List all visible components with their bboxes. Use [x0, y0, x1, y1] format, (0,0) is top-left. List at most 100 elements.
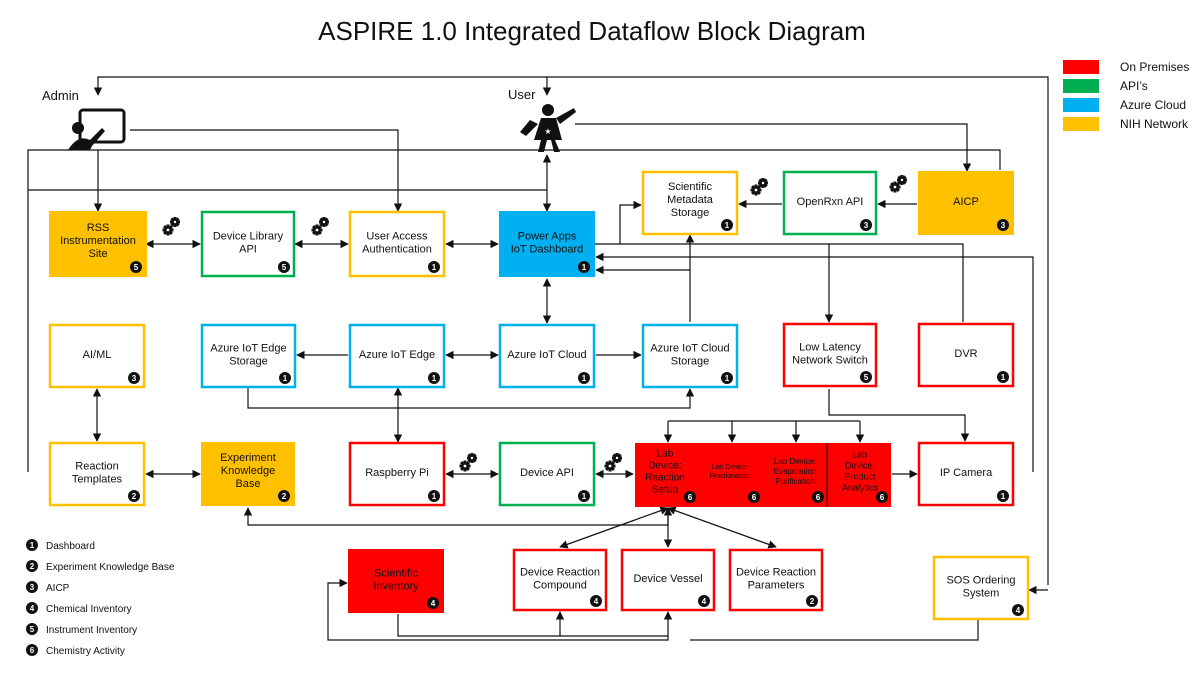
- badge-number: 6: [688, 493, 693, 502]
- key-number: 5: [30, 625, 35, 634]
- badge-2-icon: [278, 490, 290, 502]
- badge-3-icon: [860, 219, 872, 231]
- node-label-line: Device Library: [213, 230, 284, 242]
- node-label-line: Instrumentation: [60, 235, 136, 247]
- admin-label: Admin: [42, 88, 79, 103]
- node-label-line: Product: [844, 472, 876, 482]
- badge-3-icon: [128, 372, 140, 384]
- key-label: Instrument Inventory: [46, 625, 137, 636]
- key-number-icon: [26, 581, 38, 593]
- badge-5-icon: [130, 261, 142, 273]
- node-azure-cloud[interactable]: Azure IoT Cloud 1: [498, 323, 596, 389]
- node-label-line: IP Camera: [940, 467, 993, 479]
- badge-6-icon: [876, 491, 888, 503]
- svg-text:★: ★: [544, 127, 551, 136]
- node-label-line: Device Vessel: [633, 573, 702, 585]
- badge-1-icon: [428, 490, 440, 502]
- badge-number: 6: [880, 493, 885, 502]
- node-label-line: DVR: [954, 348, 977, 360]
- node-label-line: Network Switch: [792, 354, 868, 366]
- badge-number: 4: [431, 599, 436, 608]
- node-label-line: Device Reaction: [736, 566, 816, 578]
- badge-number: 3: [864, 221, 869, 230]
- node-aiml[interactable]: AI/ML 3: [48, 323, 146, 389]
- node-label-line: Lab Device:: [712, 464, 749, 471]
- node-label-line: AI/ML: [83, 349, 112, 361]
- key-number: 2: [30, 562, 35, 571]
- badge-4-icon: [1012, 604, 1024, 616]
- gear-icons: [162, 175, 907, 472]
- node-label-line: SOS Ordering: [946, 574, 1015, 586]
- badge-2-icon: [806, 595, 818, 607]
- node-label-line: RSS: [87, 222, 110, 234]
- legend-label: Azure Cloud: [1120, 98, 1186, 112]
- node-label-line: API: [239, 243, 257, 255]
- badge-number: 6: [816, 493, 821, 502]
- badge-number: 4: [1016, 606, 1021, 615]
- badge-number: 1: [432, 374, 437, 383]
- key-label: AICP: [46, 583, 70, 594]
- node-label-line: Azure IoT Cloud: [507, 349, 586, 361]
- legend-label: NIH Network: [1120, 117, 1189, 131]
- node-label-line: Templates: [72, 473, 123, 485]
- node-label-line: Compound: [533, 579, 587, 591]
- admin-icon: [68, 108, 126, 150]
- badge-4-icon: [698, 595, 710, 607]
- node-label-line: System: [963, 587, 1000, 599]
- badge-number: 3: [132, 374, 137, 383]
- badge-number: 1: [432, 492, 437, 501]
- gear-icon: [319, 217, 329, 227]
- gear-icon: [170, 217, 180, 227]
- badge-1-icon: [578, 490, 590, 502]
- node-azure-edge[interactable]: Azure IoT Edge 1: [348, 323, 446, 389]
- badge-number: 4: [594, 597, 599, 606]
- node-label-line: Lab: [657, 449, 674, 460]
- node-raspberry-pi[interactable]: Raspberry Pi1: [348, 441, 446, 507]
- key-number: 6: [30, 646, 35, 655]
- node-label-line: Device:: [845, 461, 875, 471]
- gear-icon: [604, 460, 616, 472]
- gear-icon: [467, 453, 477, 463]
- node-label-line: Azure IoT Edge: [359, 349, 435, 361]
- node-label-line: Lab Device:: [774, 457, 816, 466]
- badge-number: 2: [810, 597, 815, 606]
- badge-number: 3: [1001, 221, 1006, 230]
- node-label-line: Purification: [775, 477, 815, 486]
- key-number-icon: [26, 623, 38, 635]
- badge-6-icon: [748, 491, 760, 503]
- key-label: Chemistry Activity: [46, 646, 125, 657]
- badge-number: 2: [282, 492, 287, 501]
- key-number-icon: [26, 602, 38, 614]
- badge-2-icon: [128, 490, 140, 502]
- key-label: Chemical Inventory: [46, 604, 132, 615]
- badge-number: 1: [582, 374, 587, 383]
- node-label-line: Evaporation: [774, 467, 817, 476]
- legend-label: API’s: [1120, 79, 1148, 93]
- node-label-line: Site: [89, 248, 108, 260]
